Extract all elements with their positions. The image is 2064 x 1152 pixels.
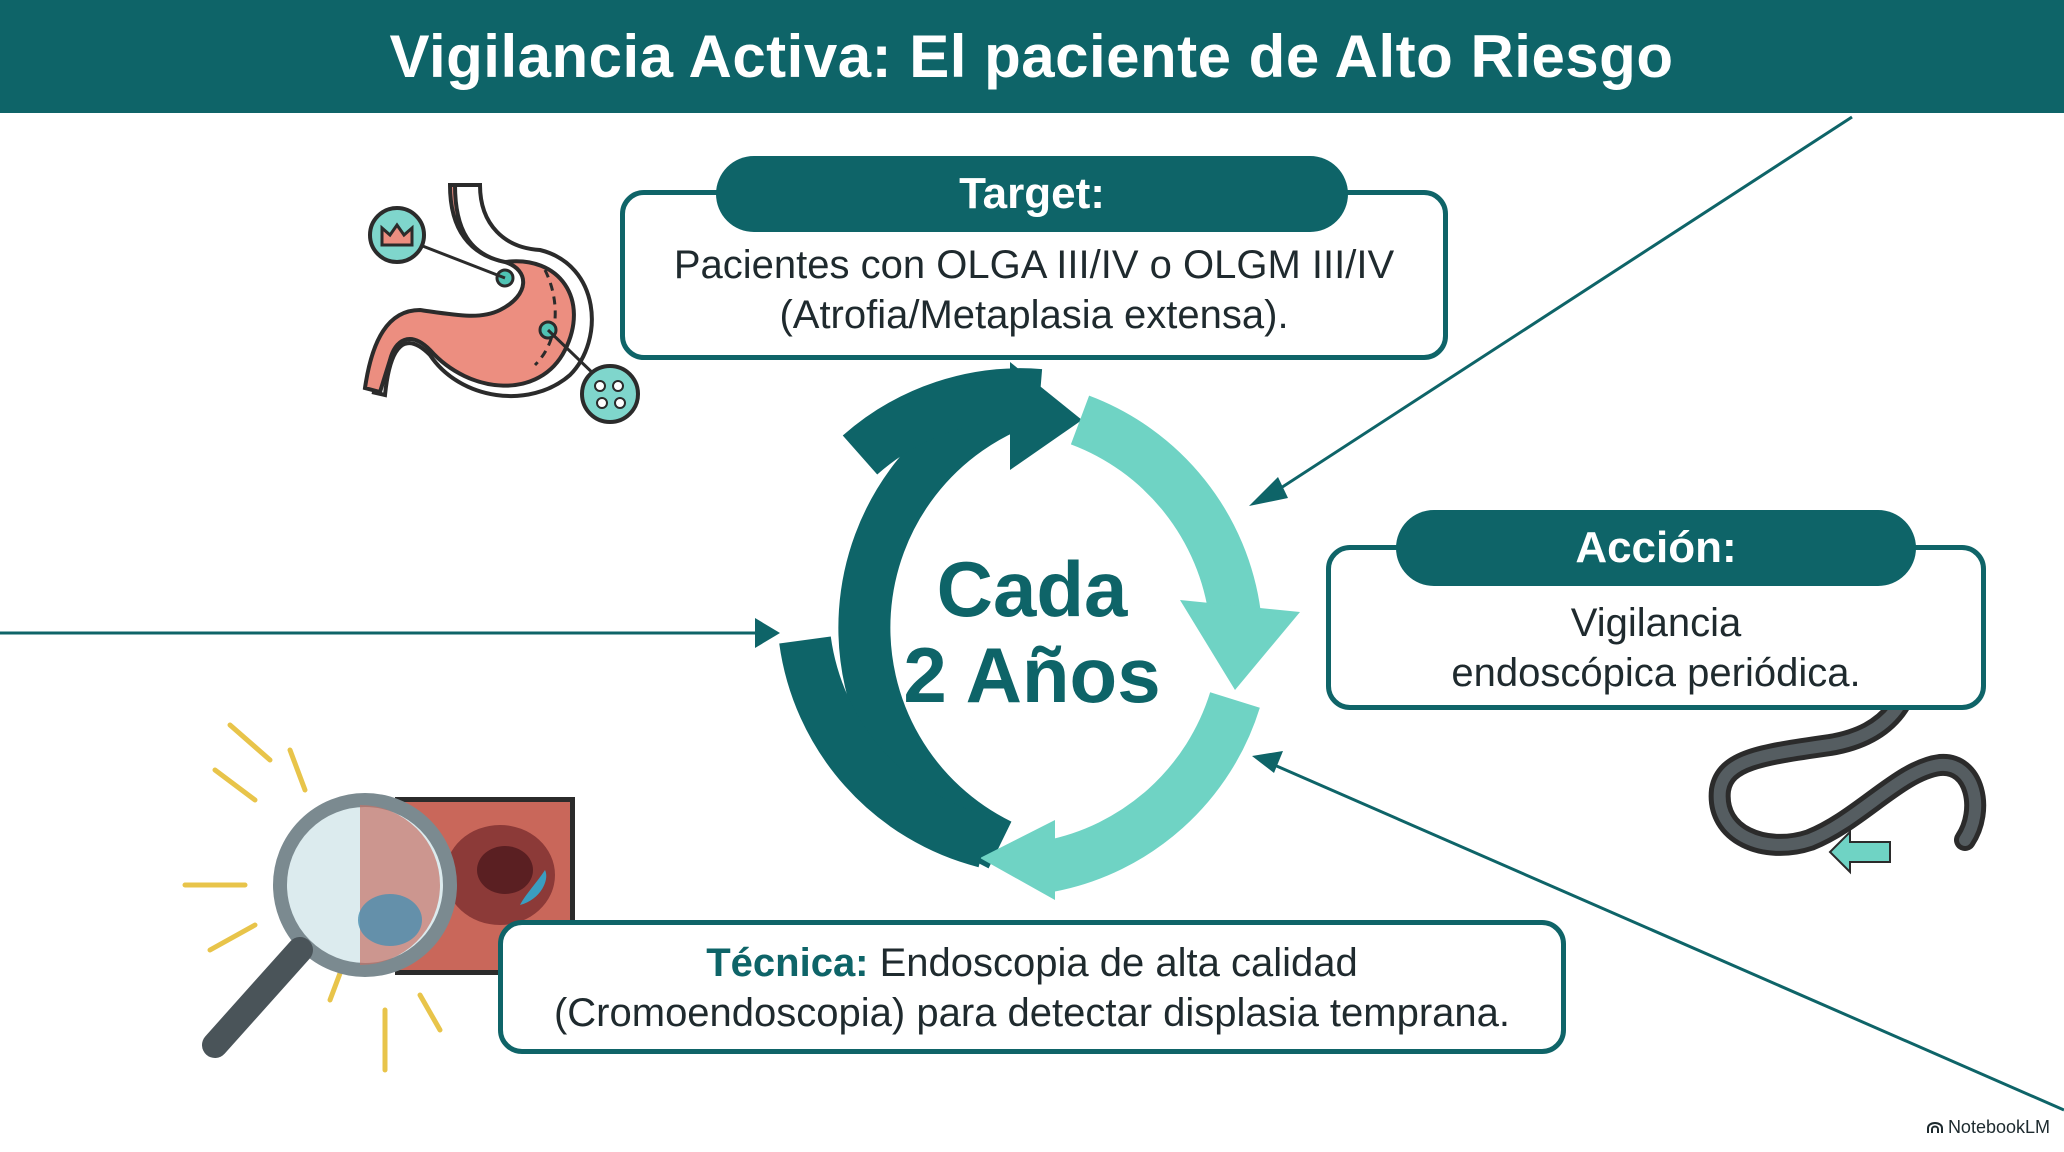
cycle-arrow-light-bottom [1044,691,1260,892]
accion-label-pill: Acción: [1396,510,1916,586]
accion-line1: Vigilancia [1570,601,1742,645]
tecnica-line1-text: Endoscopia de alta calidad [868,941,1358,985]
connector-bottom-right-arrowhead [1252,751,1283,773]
tecnica-label: Técnica: [706,941,869,985]
accion-body: Vigilancia endoscópica periódica. [1331,598,1981,698]
cycle-text-line2: 2 Años [903,631,1161,719]
cycle-arrows [779,362,1300,900]
accion-line2: endoscópica periódica. [1451,651,1861,695]
brand-watermark: NotebookLM [1926,1117,2050,1138]
page-title: Vigilancia Activa: El paciente de Alto R… [389,23,1674,90]
accion-label: Acción: [1575,523,1737,572]
connector-lines [0,115,2064,1112]
target-body: Pacientes con OLGA III/IV o OLGM III/IV … [625,240,1443,340]
connector-top-right-arrowhead [1249,477,1288,506]
cell-icon [368,206,640,424]
brand-name: NotebookLM [1947,1117,2050,1137]
stomach-icon [362,183,602,398]
connector-top-right [1269,115,1853,497]
target-line2: (Atrofia/Metaplasia extensa). [779,293,1289,337]
cycle-arrow-light-right [1070,395,1261,619]
tecnica-line2: (Cromoendoscopia) para detectar displasi… [553,991,1511,1035]
tecnica-body: Técnica: Endoscopia de alta calidad (Cro… [503,938,1561,1038]
cycle-arrow-dark-bottom [779,636,992,868]
title-bar: Vigilancia Activa: El paciente de Alto R… [0,0,2064,113]
cycle-arrow-dark-head [1010,362,1082,470]
target-label: Target: [959,169,1105,218]
cycle-arrow-light-right-head [1180,600,1300,690]
magnifier-icon [182,722,575,1073]
cycle-arrow-light-bottom-head [980,820,1055,900]
cycle-text-line1: Cada [936,545,1128,633]
connector-left-arrowhead [755,618,780,648]
notebooklm-logo-icon [1926,1121,1943,1133]
connector-bottom-right [1271,762,2064,1112]
tecnica-line1: Técnica: Endoscopia de alta calidad [503,938,1561,988]
target-line1: Pacientes con OLGA III/IV o OLGM III/IV [673,243,1395,287]
target-label-pill: Target: [716,156,1348,232]
tecnica-panel [498,920,1566,1054]
